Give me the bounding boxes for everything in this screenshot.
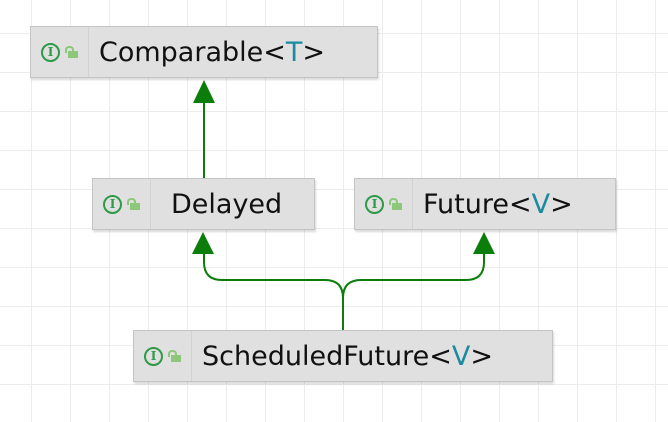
arrowhead-future — [473, 232, 495, 254]
unlocked-icon — [389, 198, 402, 210]
interface-icon: I — [365, 194, 384, 214]
interface-icon: I — [144, 346, 163, 366]
arrowhead-comparable — [193, 80, 215, 103]
lt: < — [429, 340, 452, 372]
gt: > — [302, 36, 326, 68]
lt: < — [508, 188, 532, 220]
lt: < — [263, 36, 286, 68]
interface-icon: I — [41, 42, 60, 62]
arrowhead-delayed — [192, 232, 214, 254]
gt: > — [470, 340, 493, 372]
edge-scheduledfuture-delayed — [203, 252, 344, 330]
type-param: V — [531, 188, 551, 220]
node-delayed[interactable]: I Delayed — [92, 178, 315, 230]
node-scheduledfuture[interactable]: I ScheduledFuture<V> — [133, 330, 553, 382]
unlocked-icon — [127, 198, 140, 210]
node-name: Delayed — [171, 188, 283, 220]
type-param: V — [451, 340, 471, 372]
unlocked-icon — [65, 46, 78, 58]
interface-icon: I — [103, 194, 122, 214]
node-name: ScheduledFuture — [202, 340, 430, 372]
edge-scheduledfuture-future — [342, 252, 485, 299]
unlocked-icon — [168, 350, 181, 362]
type-param: T — [285, 36, 303, 68]
node-name: Comparable — [99, 36, 264, 68]
node-future[interactable]: I Future<V> — [354, 178, 616, 230]
node-name: Future — [423, 188, 509, 220]
node-comparable[interactable]: I Comparable<T> — [30, 26, 378, 78]
gt: > — [550, 188, 573, 220]
